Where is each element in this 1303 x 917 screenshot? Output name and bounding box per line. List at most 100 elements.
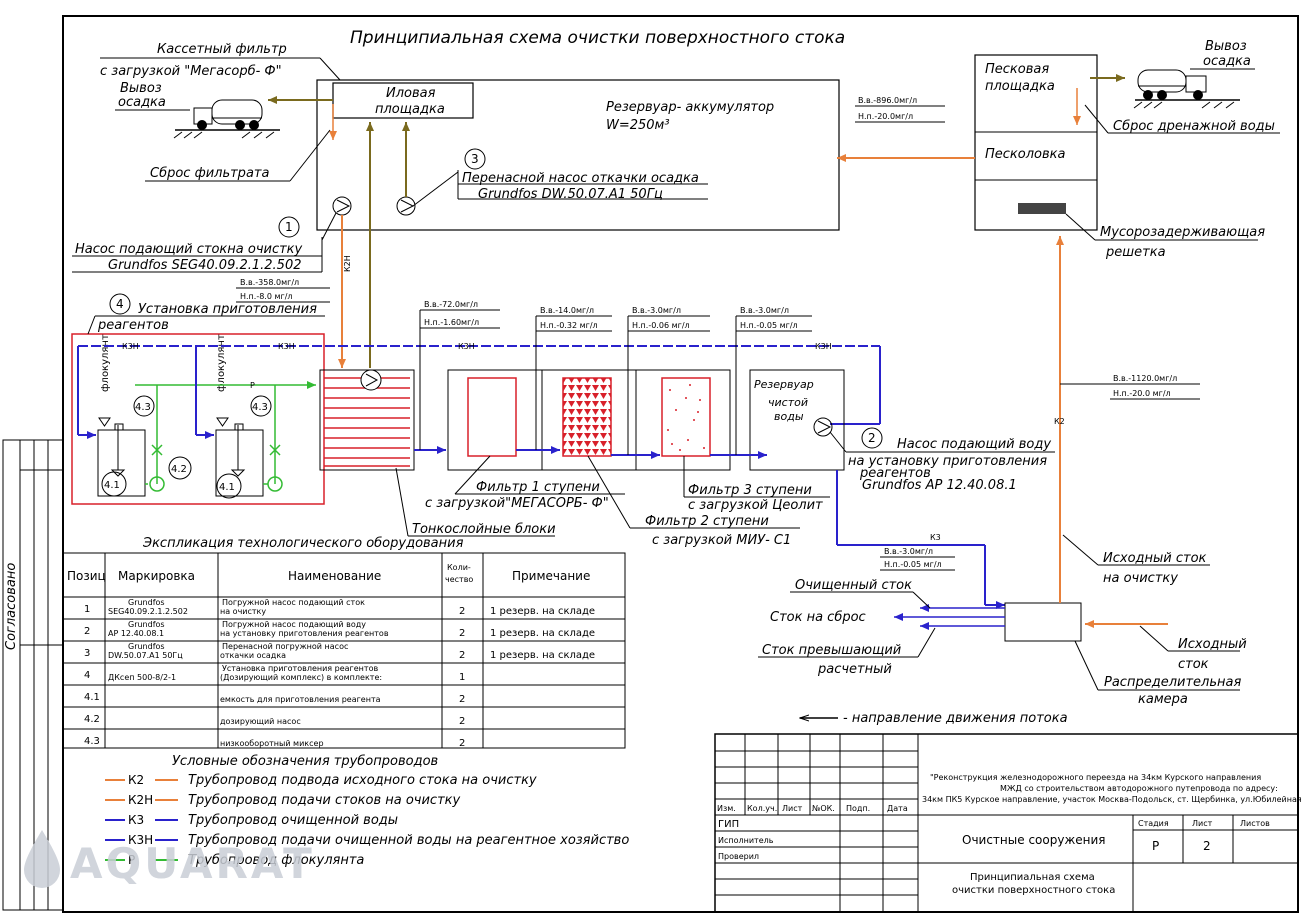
row-mark-1: Grundfos bbox=[128, 642, 165, 651]
stamp-col-3: Лист bbox=[782, 804, 803, 813]
quality-6b: Н.п.-0.05 мг/л bbox=[740, 321, 798, 330]
quality-1b: Н.п.-20.0мг/л bbox=[858, 112, 913, 121]
pump-1-label-1: Насос подающий стокна очистку bbox=[75, 242, 303, 257]
reagent-callout bbox=[109, 293, 131, 315]
pipe-p-label: P bbox=[250, 381, 255, 390]
row-note: 1 резерв. на складе bbox=[490, 628, 595, 639]
pipe-k3n-label-2: К3Н bbox=[278, 342, 295, 351]
pipe-k3-label: К3 bbox=[930, 533, 941, 542]
row-pos: 2 bbox=[84, 626, 90, 637]
row-name-2: откачки осадка bbox=[220, 651, 286, 660]
pump-2-number: 2 bbox=[868, 431, 876, 445]
watermark-text: AQUARAT bbox=[70, 839, 315, 888]
dosing-pump-label: 4.2 bbox=[171, 464, 187, 475]
mixer-1-label: 4.3 bbox=[135, 402, 151, 413]
quality-1a: В.в.-896.0мг/л bbox=[858, 96, 917, 105]
sand-pad-label-1: Песковая bbox=[985, 62, 1049, 77]
row-mark-2: DW.50.07.A1 50Гц bbox=[108, 651, 183, 660]
row-name-2: емкость для приготовления реагента bbox=[220, 695, 381, 704]
legend-item: Р Трубопровод флокулянта bbox=[105, 853, 364, 868]
watermark: AQUARAT bbox=[24, 830, 315, 888]
tank-2-label: 4.1 bbox=[219, 482, 235, 493]
row-pos: 4 bbox=[84, 670, 90, 681]
drain-label: Сброс дренажной воды bbox=[1113, 119, 1275, 134]
pump-1-glyph bbox=[336, 199, 351, 213]
stamp-col-1: Изм. bbox=[717, 804, 736, 813]
pump-1-callout bbox=[278, 216, 300, 238]
role-gip: ГИП bbox=[718, 819, 739, 830]
stamp-col-2: Кол.уч. bbox=[747, 804, 777, 813]
filtrate-label: Сброс фильтрата bbox=[150, 166, 269, 181]
row-pos: 1 bbox=[84, 604, 90, 615]
row-mark-2: SEG40.09.2.1.2.502 bbox=[108, 607, 188, 616]
pipe-k3n-label-4: К3Н bbox=[815, 342, 832, 351]
row-mark-1: Grundfos bbox=[128, 620, 165, 629]
mixer-2-label: 4.3 bbox=[252, 402, 268, 413]
quality-7b: Н.п.-20.0 мг/л bbox=[1113, 389, 1171, 398]
quality-7a: В.в.-1120.0мг/л bbox=[1113, 374, 1177, 383]
legend-code: К3Н bbox=[128, 833, 153, 847]
col-qty-1: Коли- bbox=[447, 563, 471, 572]
quality-8a: В.в.-3.0мг/л bbox=[884, 547, 933, 556]
col-pos: Позиц bbox=[67, 569, 106, 583]
pump-3-glyph bbox=[400, 199, 415, 213]
sludge-removal-right-1: Вывоз bbox=[1205, 39, 1247, 54]
pump-3-label-2: Grundfos DW.50.07.A1 50Гц bbox=[478, 187, 663, 202]
pump-1-number: 1 bbox=[285, 220, 293, 234]
col-qty-2: чество bbox=[445, 575, 473, 584]
filter-2-label-2: с загрузкой МИУ- С1 bbox=[652, 533, 791, 548]
filter-2-label-1: Фильтр 2 ступени bbox=[645, 514, 769, 529]
distribution-chamber bbox=[1004, 602, 1082, 642]
legend-title: Условные обозначения трубопроводов bbox=[172, 754, 438, 769]
legend-code: Р bbox=[128, 853, 135, 867]
legend-text: Трубопровод флокулянта bbox=[188, 853, 364, 868]
row-name-2: на очистку bbox=[220, 607, 266, 616]
reagent-number: 4 bbox=[116, 297, 124, 311]
pump-2-label-1: Насос подающий воду bbox=[897, 437, 1051, 452]
quality-2a: В.в.-358.0мг/л bbox=[240, 278, 299, 287]
role-checker: Проверил bbox=[718, 852, 759, 861]
quality-3b: Н.п.-1.60мг/л bbox=[424, 318, 479, 327]
clean-res-label-2: чистой bbox=[768, 396, 808, 409]
row-mark-1: Grundfos bbox=[128, 598, 165, 607]
excess-flow-label-1: Сток превышающий bbox=[762, 643, 901, 658]
quality-5a: В.в.-3.0мг/л bbox=[632, 306, 681, 315]
source-in-label-1: Исходный bbox=[1178, 637, 1247, 652]
flocculant-label-2: флокулянт bbox=[216, 334, 227, 392]
row-qty: 2 bbox=[459, 628, 465, 639]
approval-strip: Согласовано bbox=[2, 439, 64, 911]
pipe-k2n-label: К2Н bbox=[343, 255, 352, 272]
title-block bbox=[714, 733, 1299, 913]
pipe-k2-label: К2 bbox=[1054, 417, 1065, 426]
filter-stage-3 bbox=[635, 369, 731, 471]
legend-text: Трубопровод очищенной воды bbox=[188, 813, 398, 828]
side-label: Согласовано bbox=[4, 563, 19, 650]
pump-2-label-4: Grundfos AP 12.40.08.1 bbox=[862, 478, 1017, 493]
source-flow-label-2: на очистку bbox=[1103, 571, 1178, 586]
tank-1-label: 4.1 bbox=[104, 480, 120, 491]
pump-2-label-3: реагентов bbox=[859, 466, 931, 481]
sludge-pad-label-2: площадка bbox=[375, 102, 445, 117]
col-name: Наименование bbox=[288, 569, 381, 583]
row-note: 1 резерв. на складе bbox=[490, 650, 595, 661]
discharge-flow-label: Сток на сброс bbox=[770, 610, 866, 625]
quality-8b: Н.п.-0.05 мг/л bbox=[884, 560, 942, 569]
stamp-col-5: Подп. bbox=[846, 804, 870, 813]
explication-title: Экспликация технологического оборудовани… bbox=[142, 536, 464, 551]
quality-2b: Н.п.-8.0 мг/л bbox=[240, 292, 293, 301]
flow-direction-label: - направление движения потока bbox=[843, 711, 1068, 726]
pump-2-label-2: на установку приготовления bbox=[848, 454, 1047, 469]
stamp-col-4: №ОК. bbox=[812, 804, 835, 813]
pump-3-number: 3 bbox=[471, 152, 479, 166]
row-mark-2: AP 12.40.08.1 bbox=[108, 629, 164, 638]
stage-value: Р bbox=[1152, 839, 1159, 853]
sludge-removal-left-1: Вывоз bbox=[120, 81, 162, 96]
filter-3-label-2: с загрузкой Цеолит bbox=[688, 498, 823, 513]
